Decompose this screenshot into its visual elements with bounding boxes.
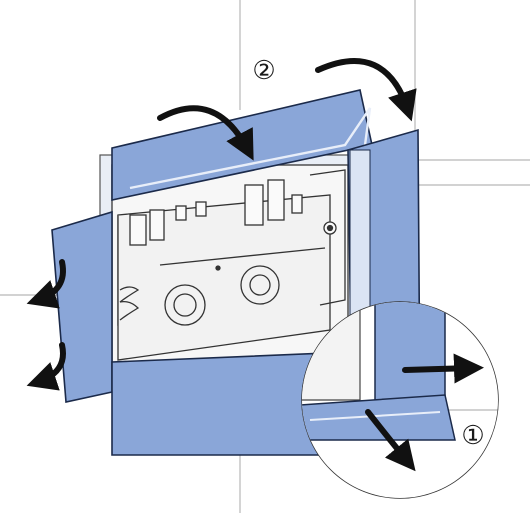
flush-housing	[117, 169, 346, 361]
circled-digit-one-icon: ①	[461, 420, 484, 450]
film-left-panel	[51, 210, 113, 403]
arrow-left-upper	[26, 259, 66, 309]
arrow-right-pull	[402, 353, 484, 384]
arrow-top-left	[157, 105, 254, 161]
detail-magnifier	[301, 301, 499, 499]
step-marker-2: ②	[252, 55, 275, 85]
curved-arrow-icon	[26, 58, 417, 391]
curved-arrow-icon	[365, 353, 484, 472]
arrow-top-right	[315, 58, 417, 122]
step-marker-1: ①	[461, 420, 484, 450]
circled-digit-two-icon: ②	[252, 55, 275, 85]
arrow-left-lower	[26, 342, 66, 391]
arrow-down-pull	[365, 409, 416, 472]
